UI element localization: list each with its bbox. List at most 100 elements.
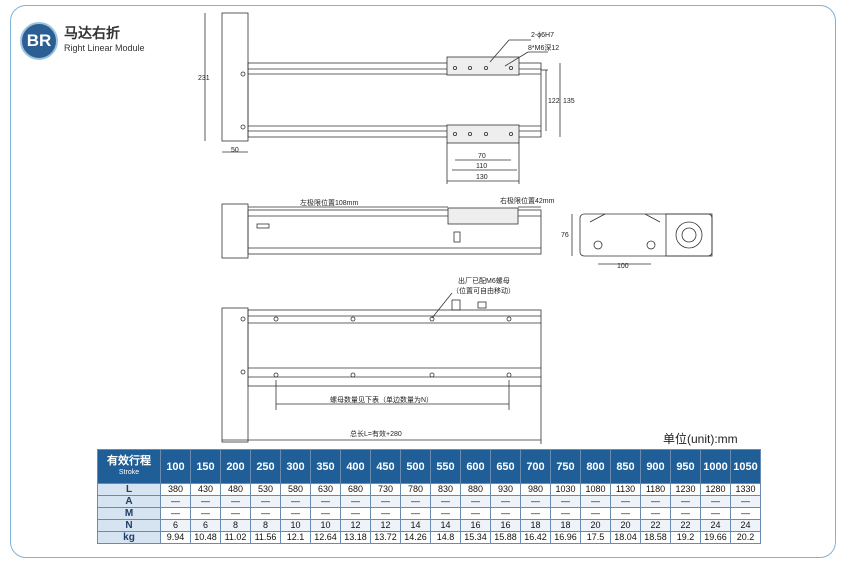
table-cell: 1130 (610, 483, 641, 496)
table-cell: — (220, 495, 251, 508)
table-cell: — (370, 495, 401, 508)
table-cell: — (730, 507, 761, 520)
row-label: N (97, 519, 161, 532)
stroke-col-header: 1050 (730, 449, 761, 484)
table-cell: 16 (460, 519, 491, 532)
table-cell: 580 (280, 483, 311, 496)
dim-135: 135 (563, 98, 575, 105)
table-cell: — (730, 495, 761, 508)
table-cell: — (490, 495, 521, 508)
table-cell: — (430, 507, 461, 520)
table-cell: 14.26 (400, 531, 431, 544)
table-cell: 430 (190, 483, 221, 496)
table-cell: 1330 (730, 483, 761, 496)
table-cell: 1180 (640, 483, 671, 496)
table-cell: — (220, 507, 251, 520)
table-cell: 11.56 (250, 531, 281, 544)
table-cell: 22 (670, 519, 701, 532)
table-cell: — (280, 507, 311, 520)
table-cell: — (640, 507, 671, 520)
table-cell: 930 (490, 483, 521, 496)
top-view: 231 50 2-ϕ6H7 8*M6深12 122 135 70 110 130 (198, 12, 575, 184)
nut-note-line2: （位置可自由移动） (452, 286, 515, 295)
right-limit-label: 右极限位置42mm (500, 196, 555, 205)
stroke-col-header: 750 (550, 449, 581, 484)
table-cell: — (190, 495, 221, 508)
row-label: kg (97, 531, 161, 544)
table-cell: 18.04 (610, 531, 641, 544)
table-cell: — (670, 507, 701, 520)
table-cell: — (310, 495, 341, 508)
table-cell: 530 (250, 483, 281, 496)
table-cell: 10 (280, 519, 311, 532)
table-cell: — (550, 507, 581, 520)
stroke-col-header: 450 (370, 449, 401, 484)
table-cell: 22 (640, 519, 671, 532)
table-cell: 480 (220, 483, 251, 496)
stroke-col-header: 150 (190, 449, 221, 484)
table-cell: — (430, 495, 461, 508)
table-cell: 380 (160, 483, 191, 496)
table-cell: 14 (400, 519, 431, 532)
stroke-col-header: 900 (640, 449, 671, 484)
table-cell: 6 (160, 519, 191, 532)
table-cell: 1030 (550, 483, 581, 496)
table-cell: 19.66 (700, 531, 731, 544)
table-cell: — (460, 507, 491, 520)
table-cell: 17.5 (580, 531, 611, 544)
table-cell: — (340, 507, 371, 520)
table-cell: — (520, 507, 551, 520)
stroke-col-header: 300 (280, 449, 311, 484)
stroke-col-header: 550 (430, 449, 461, 484)
table-cell: — (700, 495, 731, 508)
table-cell: 20.2 (730, 531, 761, 544)
table-cell: 1280 (700, 483, 731, 496)
table-cell: 12.1 (280, 531, 311, 544)
table-cell: 10.48 (190, 531, 221, 544)
table-cell: 780 (400, 483, 431, 496)
table-cell: 9.94 (160, 531, 191, 544)
hole-spec: 2-ϕ6H7 (531, 32, 554, 39)
top-view-slider (446, 56, 520, 76)
stroke-col-header: 650 (490, 449, 521, 484)
bottom-view: 出厂已配M6螺母 （位置可自由移动） 螺母数量见下表（单边数量为N） 总长L=有… (221, 276, 542, 444)
stroke-col-header: 800 (580, 449, 611, 484)
table-cell: 830 (430, 483, 461, 496)
table-cell: — (520, 495, 551, 508)
table-cell: — (670, 495, 701, 508)
table-cell: — (310, 507, 341, 520)
table-cell: — (190, 507, 221, 520)
dim-122: 122 (548, 98, 560, 105)
dim-130: 130 (476, 174, 488, 181)
stroke-col-header: 400 (340, 449, 371, 484)
table-cell: 10 (310, 519, 341, 532)
table-cell: — (250, 507, 281, 520)
table-cell: 8 (220, 519, 251, 532)
unit-label: 单位(unit):mm (663, 432, 738, 446)
left-limit-label: 左极限位置108mm (300, 198, 359, 207)
brand-title-cn: 马达右折 (64, 25, 120, 41)
stroke-col-header: 250 (250, 449, 281, 484)
table-cell: 24 (730, 519, 761, 532)
table-cell: 13.72 (370, 531, 401, 544)
table-cell: — (610, 495, 641, 508)
table-cell: 1230 (670, 483, 701, 496)
table-cell: 16 (490, 519, 521, 532)
dim-231: 231 (198, 75, 210, 82)
table-cell: — (580, 507, 611, 520)
stroke-col-header: 1000 (700, 449, 731, 484)
table-cell: — (250, 495, 281, 508)
table-cell: — (550, 495, 581, 508)
table-cell: — (400, 507, 431, 520)
table-cell: — (490, 507, 521, 520)
stroke-col-header: 850 (610, 449, 641, 484)
table-cell: 980 (520, 483, 551, 496)
dim-100: 100 (617, 263, 629, 270)
table-cell: — (160, 495, 191, 508)
top-view-motor-plate (221, 12, 249, 142)
page-frame (10, 5, 836, 558)
